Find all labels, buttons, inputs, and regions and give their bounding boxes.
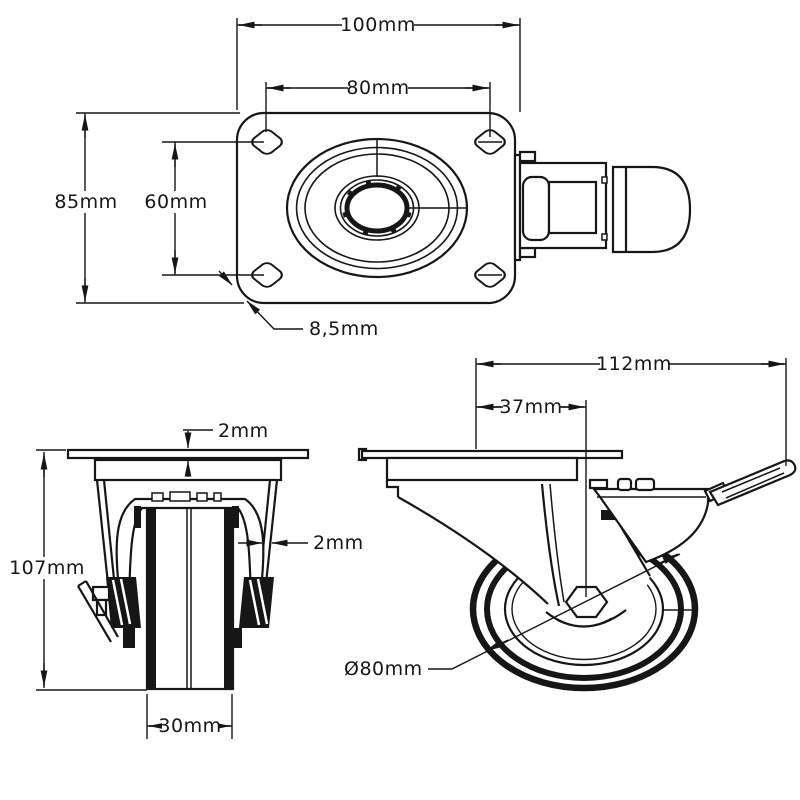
top-plate-front xyxy=(66,448,310,460)
housing-notch-top xyxy=(601,176,608,184)
dim-wheel-width-label: 30mm xyxy=(158,715,221,737)
dim-total-height-label: 107mm xyxy=(9,557,85,579)
dim-wheel-diameter: Ø80mm xyxy=(344,553,681,680)
dim-wheel-diameter-label: Ø80mm xyxy=(344,658,423,680)
dim-hole-spacing-width: 80mm xyxy=(265,77,491,132)
dim-plate-depth: 85mm xyxy=(54,112,244,304)
brake-lock-button xyxy=(547,180,598,235)
brake-knuckle-1 xyxy=(616,477,633,492)
swivel-bearing xyxy=(285,137,469,279)
slot-hole-bottom-left xyxy=(251,262,283,288)
dim-hole-size-label: 8,5mm xyxy=(309,318,379,340)
housing-notch-bottom xyxy=(601,233,608,241)
dim-total-length: 112mm xyxy=(475,353,787,466)
pedal-slot-lines xyxy=(721,467,785,499)
brake-tab-bottom xyxy=(518,246,537,259)
dim-hole-spacing-depth-label: 60mm xyxy=(144,191,207,213)
head-tab-right xyxy=(588,478,609,490)
brake-housing-side xyxy=(591,487,710,564)
dim-swivel-offset: 37mm xyxy=(476,396,587,597)
fork-body-mask xyxy=(398,482,650,614)
slot-hole-top-left xyxy=(251,129,283,155)
mounting-slot-holes xyxy=(251,129,506,288)
fork-leg-edge-inner xyxy=(549,483,565,603)
bearing-ring-outer xyxy=(285,137,469,279)
head-lip xyxy=(385,480,400,497)
swivel-head-side xyxy=(385,456,579,482)
dim-wheel-width: 30mm xyxy=(146,694,233,739)
brake-assembly-plan xyxy=(513,150,692,262)
screw-slot-mark-top-right xyxy=(478,131,502,143)
hub-cap-right xyxy=(239,577,274,628)
brake-pedal-plan xyxy=(611,165,692,254)
fork-foot-left xyxy=(123,628,135,648)
brake-assembly-side xyxy=(591,459,797,564)
wheel-front xyxy=(145,503,235,691)
dim-swivel-offset-label: 37mm xyxy=(499,396,562,418)
brake-knuckle-2 xyxy=(634,477,656,492)
dim-fork-thickness: 2mm xyxy=(238,532,364,554)
side-view: 112mm 37mm Ø80mm xyxy=(344,353,797,692)
fork-crown-curve xyxy=(397,496,549,605)
brake-lock-slider xyxy=(521,175,551,242)
dim-plate-thickness-label: 2mm xyxy=(218,420,269,442)
tire-wall-right xyxy=(224,505,233,688)
dim-plate-width: 100mm xyxy=(236,14,521,112)
brake-tab-top xyxy=(518,150,537,163)
dim-total-height: 107mm xyxy=(9,449,147,691)
hub-cap-left xyxy=(106,577,141,628)
hub-hardware-front xyxy=(77,577,274,648)
dim-plate-width-label: 100mm xyxy=(340,14,416,36)
dim-plate-depth-label: 85mm xyxy=(54,191,117,213)
hub-cap-arc-inner xyxy=(556,617,613,628)
dim-total-length-label: 112mm xyxy=(596,353,672,375)
fork-leg-edge-outer xyxy=(540,483,561,607)
fork-foot-right xyxy=(230,628,242,648)
dim-hole-size: 8,5mm xyxy=(218,270,379,340)
dim-plate-thickness: 2mm xyxy=(183,420,269,477)
front-view: 2mm 2mm 107mm 30mm xyxy=(9,420,364,739)
brake-arm-front xyxy=(77,580,119,643)
tire-wall-left xyxy=(147,505,156,688)
fork-arch-details xyxy=(134,491,239,528)
wheel-tread-front xyxy=(145,503,235,691)
tread-center-line xyxy=(186,509,192,688)
dim-hole-spacing-depth: 60mm xyxy=(144,141,264,276)
dim-hole-spacing-width-label: 80mm xyxy=(346,77,409,99)
dim-fork-thickness-label: 2mm xyxy=(313,532,364,554)
top-view: 100mm 80mm 85mm 60mm xyxy=(54,14,692,340)
axle-hex-nut xyxy=(564,585,609,619)
kingpin-ring-ticks xyxy=(342,180,412,236)
plate-side xyxy=(357,447,624,497)
